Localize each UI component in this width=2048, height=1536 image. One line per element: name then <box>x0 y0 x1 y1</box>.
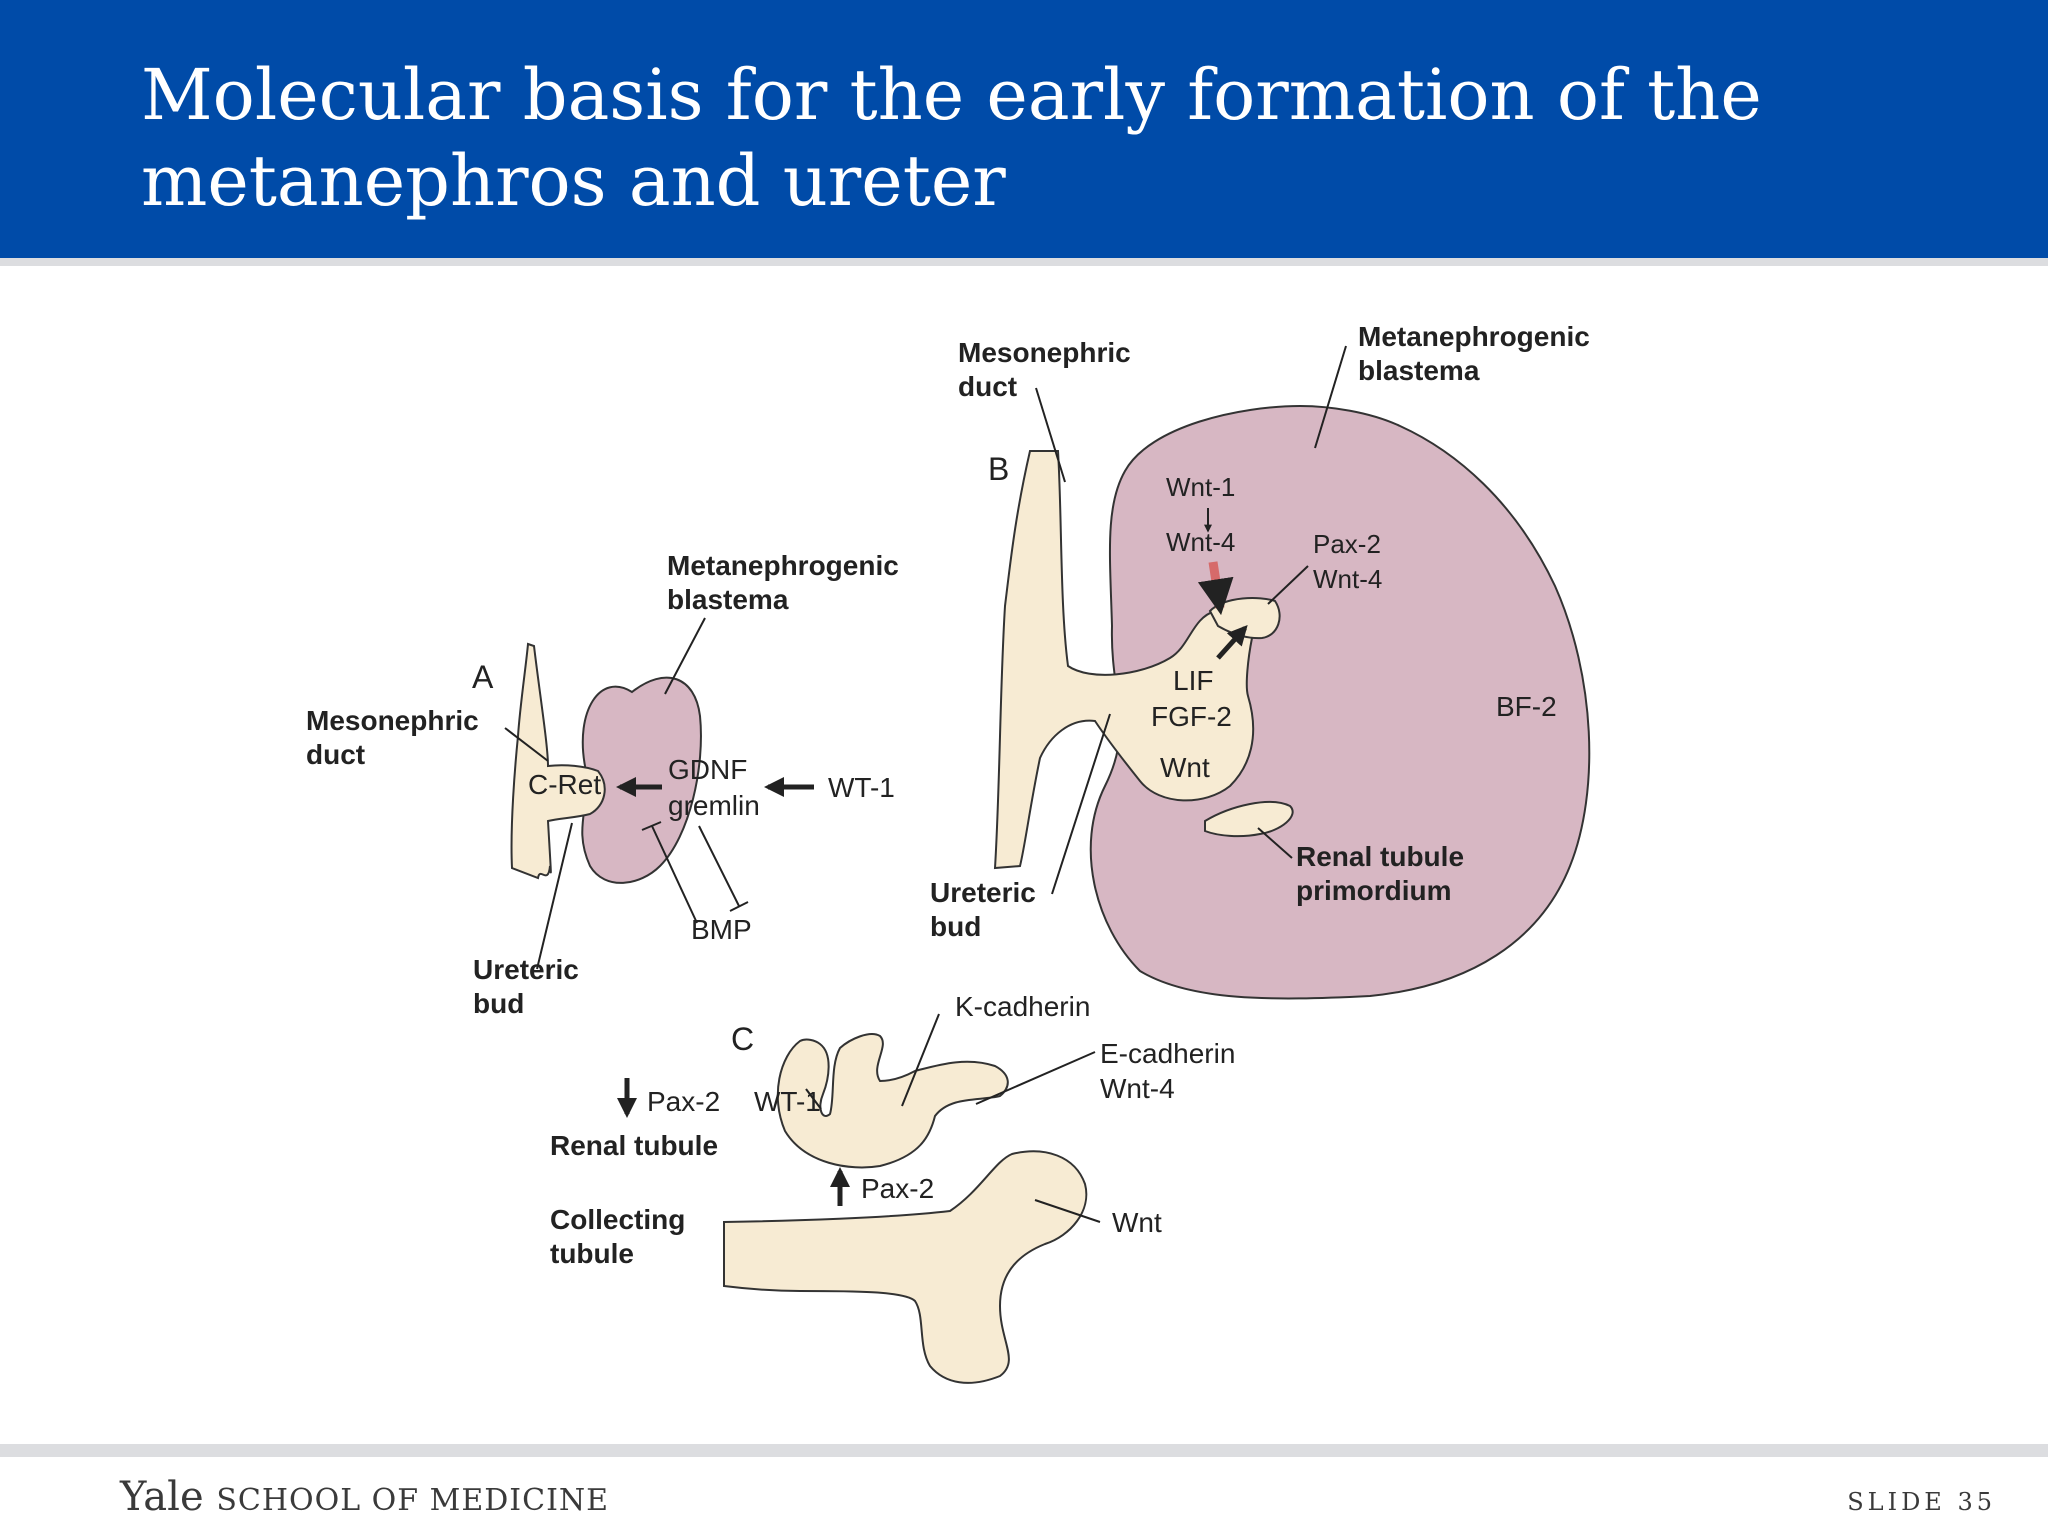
panel-b-letter: B <box>988 451 1009 487</box>
panel-c-k-cadherin: K-cadherin <box>955 991 1090 1022</box>
panel-b-lif-arrow <box>1216 625 1248 660</box>
panel-a-c-ret: C-Ret <box>528 769 601 800</box>
panel-c-collecting-2: tubule <box>550 1238 634 1269</box>
panel-a-bud-leader <box>536 822 573 970</box>
panel-a: A Metanephrogenic blastema Mesonephric d… <box>306 550 899 1019</box>
panel-a-duct-leader <box>504 727 549 762</box>
panel-a-bmp-inhibit-bar-1 <box>641 821 662 831</box>
panel-a-bud-label-1: Ureteric <box>473 954 579 985</box>
panel-b-blastema <box>1089 404 1591 1000</box>
panel-b-wnt4-right: Wnt-4 <box>1313 564 1382 594</box>
panel-c-wnt: Wnt <box>1112 1207 1162 1238</box>
panel-c-wnt-leader <box>1034 1199 1101 1223</box>
panel-b-wnt1: Wnt-1 <box>1166 472 1235 502</box>
panel-c-collecting-tubule <box>723 1150 1088 1384</box>
panel-c-k-cadherin-leader <box>901 1013 940 1107</box>
panel-b-renal-tubule-primordium <box>1204 800 1294 838</box>
slide-number: SLIDE 35 <box>1847 1488 1996 1516</box>
panel-c-e-cadherin: E-cadherin <box>1100 1038 1235 1069</box>
panel-b-wnt: Wnt <box>1160 752 1210 783</box>
panel-a-wt1: WT-1 <box>828 772 895 803</box>
panel-b-blastema-leader <box>1314 345 1347 449</box>
panel-a-bmp-inhibit-line-2 <box>698 825 740 907</box>
panel-b-bud-label-1: Ureteric <box>930 877 1036 908</box>
panel-a-blastema-label-2: blastema <box>667 584 789 615</box>
kidney-development-diagram: A Metanephrogenic blastema Mesonephric d… <box>306 321 1591 1384</box>
panel-a-bud-label-2: bud <box>473 988 524 1019</box>
panel-b-blastema-label-2: blastema <box>1358 355 1480 386</box>
header-divider <box>0 258 2048 266</box>
panel-b-tubule-label-1: Renal tubule <box>1296 841 1464 872</box>
title-line-1: Molecular basis for the early formation … <box>141 54 1762 136</box>
panel-b-duct-label-1: Mesonephric <box>958 337 1131 368</box>
panel-a-gremlin: gremlin <box>668 790 760 821</box>
panel-a-blastema-label-1: Metanephrogenic <box>667 550 899 581</box>
panel-b: B Mesonephric duct Metanephrogenic blast… <box>930 321 1591 1000</box>
panel-b-lif: LIF <box>1173 665 1213 696</box>
panel-c-wnt4: Wnt-4 <box>1100 1073 1175 1104</box>
panel-c: C K-cadherin E-cadherin Wnt-4 Pax-2 WT-1… <box>550 991 1235 1384</box>
panel-b-tubule-label-2: primordium <box>1296 875 1452 906</box>
panel-a-duct-label-1: Mesonephric <box>306 705 479 736</box>
panel-a-blastema-leader <box>664 617 706 695</box>
panel-b-blastema-label-1: Metanephrogenic <box>1358 321 1590 352</box>
panel-b-ureteric-tree <box>993 450 1255 870</box>
panel-b-bud-leader <box>1051 713 1111 895</box>
panel-c-pax2-up: Pax-2 <box>861 1173 934 1204</box>
panel-c-letter: C <box>731 1021 754 1057</box>
panel-a-bmp-inhibit-line-1 <box>651 825 698 924</box>
panel-c-collecting-1: Collecting <box>550 1204 685 1235</box>
footer-divider <box>0 1444 2048 1457</box>
panel-c-e-cadherin-leader <box>975 1051 1096 1105</box>
title-bar <box>0 0 2048 258</box>
panel-a-bmp: BMP <box>691 914 752 945</box>
panel-b-duct-label-2: duct <box>958 371 1017 402</box>
panel-c-renal-tubule: Renal tubule <box>550 1130 718 1161</box>
panel-b-pax2-leader <box>1267 565 1309 605</box>
panel-b-tubule-leader <box>1257 827 1293 859</box>
panel-b-fgf2: FGF-2 <box>1151 701 1232 732</box>
panel-a-mesonephric-duct <box>510 642 606 880</box>
panel-b-wnt4-left: Wnt-4 <box>1166 527 1235 557</box>
yale-logo: Yale SCHOOL OF MEDICINE <box>120 1474 609 1520</box>
panel-b-pax2: Pax-2 <box>1313 529 1381 559</box>
slide-title: Molecular basis for the early formation … <box>141 52 1941 224</box>
panel-c-wt1: WT-1 <box>754 1086 821 1117</box>
panel-a-gdnf: GDNF <box>668 754 747 785</box>
panel-a-bmp-inhibit-bar-2 <box>729 901 749 912</box>
panel-a-letter: A <box>472 659 494 695</box>
panel-c-pax2-down: Pax-2 <box>647 1086 720 1117</box>
panel-a-duct-label-2: duct <box>306 739 365 770</box>
title-line-2: metanephros and ureter <box>141 140 1006 222</box>
panel-b-bf2: BF-2 <box>1496 691 1557 722</box>
panel-c-wt1-leader <box>805 1088 822 1110</box>
yale-logo-sub: SCHOOL OF MEDICINE <box>216 1483 610 1518</box>
panel-b-duct-leader <box>1035 387 1066 483</box>
yale-logo-main: Yale <box>120 1474 204 1520</box>
panel-a-blastema <box>581 676 702 884</box>
panel-b-bud-label-2: bud <box>930 911 981 942</box>
panel-b-induction-arrow <box>1197 561 1234 616</box>
